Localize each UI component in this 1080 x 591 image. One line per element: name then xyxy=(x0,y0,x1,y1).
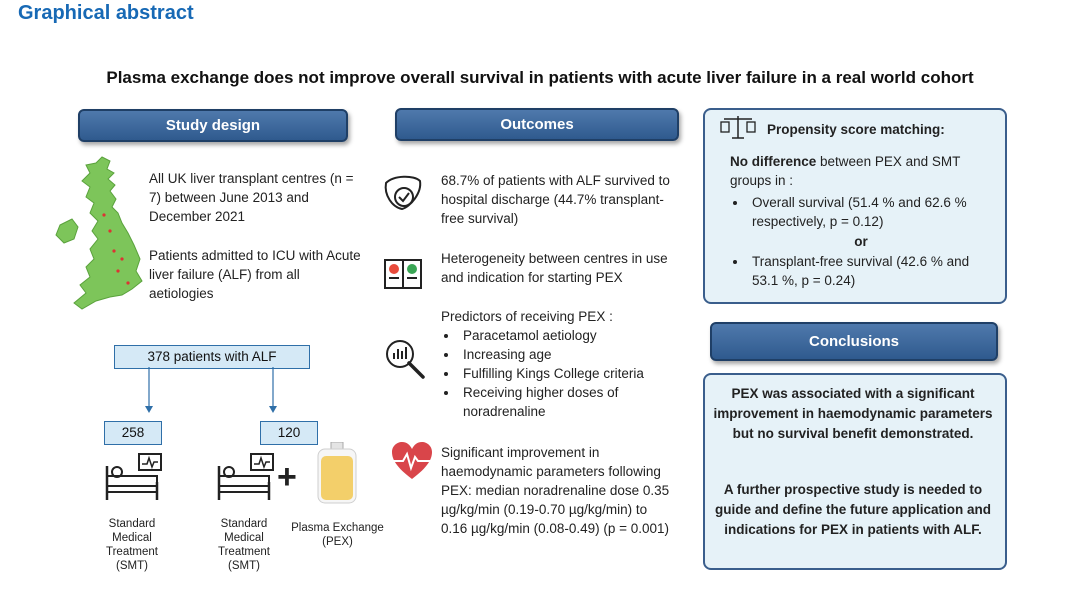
study-centres-text: All UK liver transplant centres (n = 7) … xyxy=(149,171,354,224)
main-title: Plasma exchange does not improve overall… xyxy=(106,68,974,87)
graphical-abstract-label: Graphical abstract xyxy=(18,2,194,24)
predictor-item: Fulfilling Kings College criteria xyxy=(459,364,676,383)
conclusions-panel xyxy=(703,373,1007,570)
psm-heading: Propensity score matching: xyxy=(767,122,945,137)
heterogeneity-text: Heterogeneity between centres in use and… xyxy=(441,251,668,285)
predictor-item: Paracetamol aetiology xyxy=(459,326,676,345)
hospital-bed-pex-icon xyxy=(217,453,274,500)
psm-intro-rest: between PEX and SMT groups in : xyxy=(730,154,961,188)
total-patients-box: 378 patients with ALF xyxy=(114,345,310,369)
liver-check-icon xyxy=(384,175,422,211)
smt-label: Standard Medical Treatment (SMT) xyxy=(106,518,158,572)
study-design-heading: Study design xyxy=(78,109,348,142)
conclusion-text-2: A further prospective study is needed to… xyxy=(714,482,991,537)
plasma-label: Plasma Exchange (PEX) xyxy=(291,522,384,548)
hospital-comparison-icon xyxy=(384,259,422,289)
psm-intro: No difference between PEX and SMT groups… xyxy=(730,152,992,190)
predictors-title: Predictors of receiving PEX : xyxy=(441,309,613,324)
hospital-bed-icon xyxy=(105,453,162,500)
psm-item-transplant-free: Transplant-free survival (42.6 % and 53.… xyxy=(748,252,992,290)
conclusion-text-1: PEX was associated with a significant im… xyxy=(713,386,993,441)
smt-count-box: 258 xyxy=(104,421,162,445)
outcomes-heading: Outcomes xyxy=(395,108,679,141)
survival-text: 68.7% of patients with ALF survived to h… xyxy=(441,173,670,226)
predictor-item: Increasing age xyxy=(459,345,676,364)
psm-item-overall: Overall survival (51.4 % and 62.6 % resp… xyxy=(748,193,992,231)
pex-count-box: 120 xyxy=(260,421,318,445)
conclusions-heading: Conclusions xyxy=(710,322,998,361)
psm-or: or xyxy=(854,234,868,249)
study-patients-text: Patients admitted to ICU with Acute live… xyxy=(149,248,361,301)
smt-label-2: Standard Medical Treatment (SMT) xyxy=(218,518,270,572)
psm-body: No difference between PEX and SMT groups… xyxy=(730,152,992,290)
predictors-block: Predictors of receiving PEX : Paracetamo… xyxy=(441,307,676,421)
psm-no-difference: No difference xyxy=(730,154,817,169)
plus-sign: + xyxy=(277,458,297,496)
magnifier-chart-icon xyxy=(386,340,425,379)
heart-rate-icon xyxy=(392,442,432,479)
balance-scale-icon xyxy=(720,116,756,139)
uk-map-icon xyxy=(55,156,143,310)
plasma-bag-icon xyxy=(317,442,357,504)
predictor-item: Receiving higher doses of noradrenaline xyxy=(459,383,676,421)
psm-panel xyxy=(703,108,1007,304)
haemodynamic-text: Significant improvement in haemodynamic … xyxy=(441,445,670,536)
